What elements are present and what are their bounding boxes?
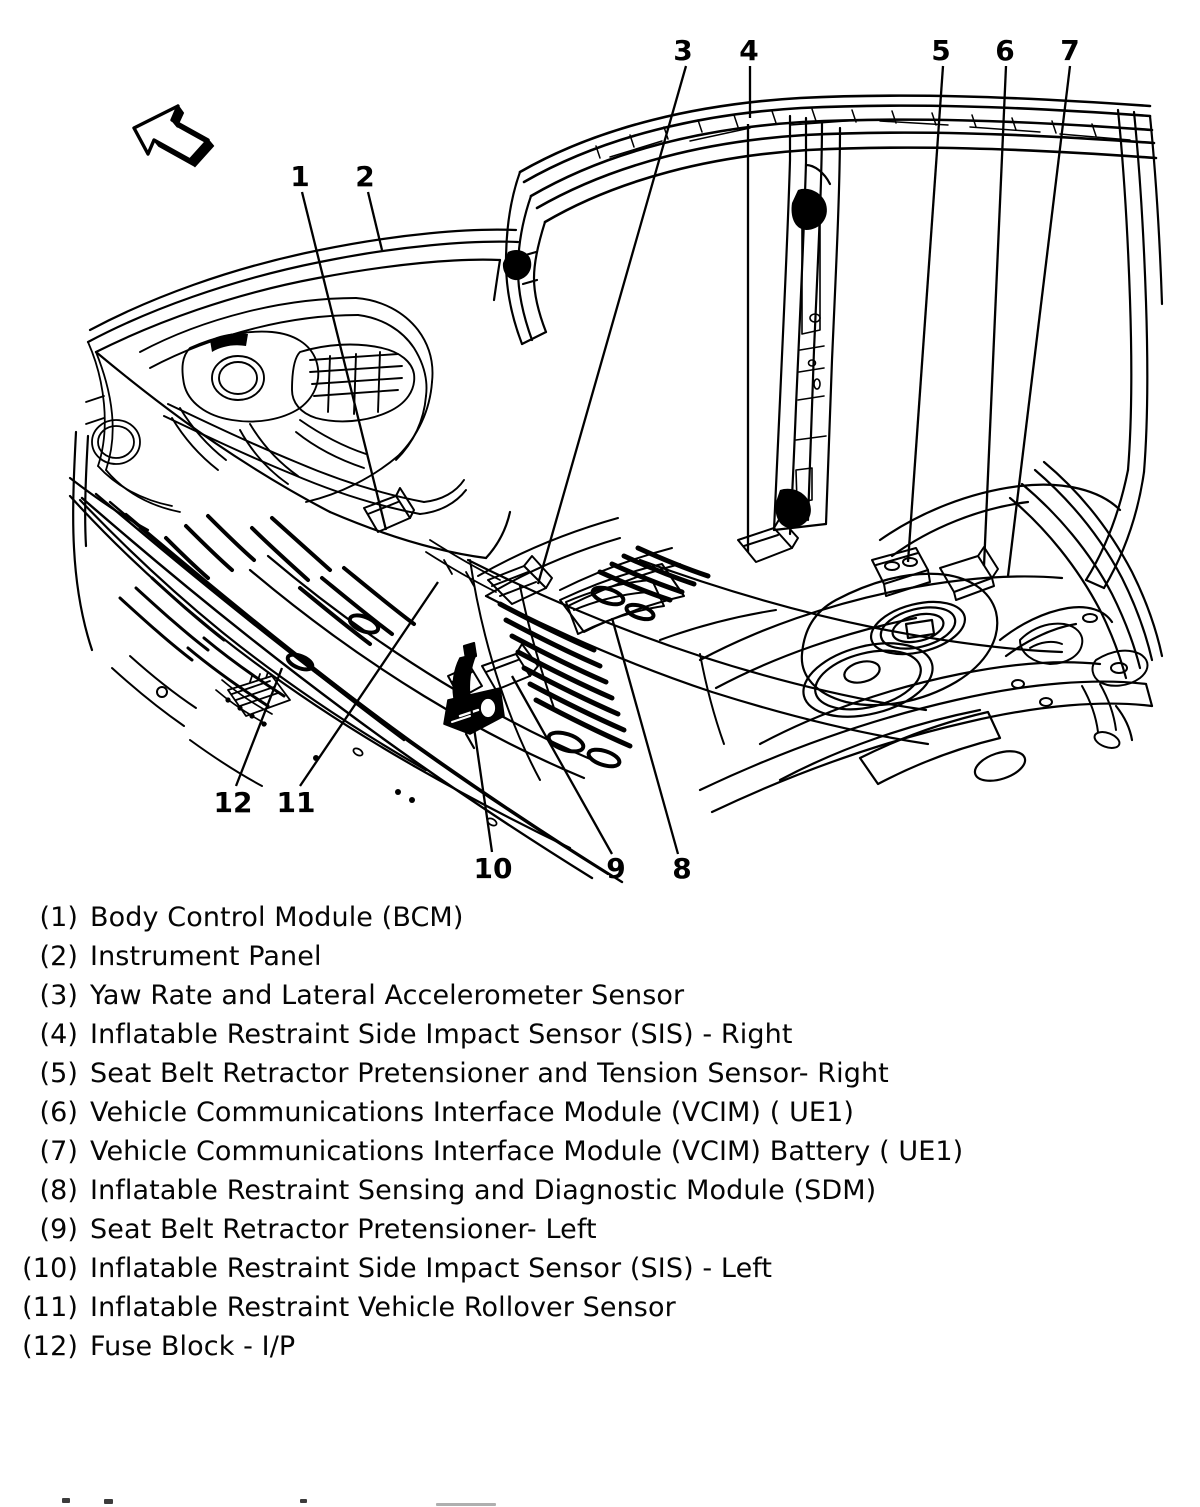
legend-label: Vehicle Communications Interface Module …: [90, 1136, 964, 1167]
callout-4: 4: [739, 34, 758, 67]
leader-line-5: [906, 65, 945, 563]
leader-line-2: [366, 191, 384, 251]
roof-rail-hatching: [595, 108, 1131, 159]
instrument-panel-structure: [139, 297, 434, 503]
callout-2: 2: [355, 160, 374, 193]
forward-direction-arrow: [132, 103, 215, 168]
legend-item: (5) Seat Belt Retractor Pretensioner and…: [0, 1054, 1200, 1093]
callout-11: 11: [277, 786, 316, 819]
yaw-rate-sensor: [487, 555, 553, 605]
legend-index: (5): [39, 1058, 78, 1089]
seat-belt-retractor-left: [481, 643, 539, 691]
c-pillar: [1084, 108, 1164, 590]
legend-label: Vehicle Communications Interface Module …: [90, 1097, 855, 1128]
front-wheelhouse: [68, 430, 150, 652]
leader-line-9: [510, 675, 614, 855]
legend-item: (10) Inflatable Restraint Side Impact Se…: [0, 1249, 1200, 1288]
leader-line-1: [300, 191, 388, 531]
rocker-sill: [80, 492, 624, 884]
instrument-panel-left-end: [85, 341, 181, 513]
legend-label: Instrument Panel: [90, 941, 322, 972]
legend-label: Inflatable Restraint Sensing and Diagnos…: [90, 1175, 877, 1206]
rear-cross-sill: [698, 680, 1154, 814]
legend-label: Seat Belt Retractor Pretensioner- Left: [90, 1214, 597, 1245]
legend-label: Seat Belt Retractor Pretensioner and Ten…: [90, 1058, 889, 1089]
steering-column-support: [163, 403, 467, 515]
legend-index: (12): [22, 1331, 78, 1362]
sdm-module: [565, 579, 665, 635]
b-pillar-lower-joint: [775, 488, 811, 528]
legend-item: (1) Body Control Module (BCM): [0, 898, 1200, 937]
body-control-module: [363, 487, 415, 533]
b-pillar-joint: [791, 188, 827, 230]
legend-label: Inflatable Restraint Side Impact Sensor …: [90, 1253, 773, 1284]
legend-item: (6) Vehicle Communications Interface Mod…: [0, 1093, 1200, 1132]
callout-6: 6: [995, 34, 1014, 67]
seat-crossmembers: [477, 517, 681, 607]
legend-item: (9) Seat Belt Retractor Pretensioner- Le…: [0, 1210, 1200, 1249]
callout-9: 9: [606, 852, 625, 885]
scan-artifact: [436, 1503, 496, 1506]
callout-numbers: 1 2 3 4 5 6 7 8 9 10 11 12: [214, 34, 1080, 885]
rear-quarter-panel: [1008, 460, 1164, 680]
callout-3: 3: [673, 34, 692, 67]
legend-index: (10): [22, 1253, 78, 1284]
legend-index: (9): [39, 1214, 78, 1245]
leader-line-8: [610, 617, 680, 855]
rear-floor-hardware: [1011, 613, 1149, 749]
leader-line-7: [1006, 65, 1072, 577]
callout-10: 10: [474, 852, 513, 885]
scan-artifact: [62, 1498, 70, 1503]
legend-index: (2): [39, 941, 78, 972]
legend-label: Inflatable Restraint Side Impact Sensor …: [90, 1019, 793, 1050]
callout-5: 5: [931, 34, 950, 67]
vcim-module: [939, 546, 999, 601]
rear-floor: [698, 572, 1102, 782]
front-floor-detail: [111, 655, 263, 787]
scan-artifact: [300, 1499, 307, 1503]
legend-index: (8): [39, 1175, 78, 1206]
callout-7: 7: [1060, 34, 1079, 67]
callout-8: 8: [672, 852, 691, 885]
floor-ribs-footwell: [118, 576, 286, 708]
callout-1: 1: [290, 160, 309, 193]
rollover-sensor: [443, 641, 505, 750]
legend-item: (8) Inflatable Restraint Sensing and Dia…: [0, 1171, 1200, 1210]
legend-index: (11): [22, 1292, 78, 1323]
legend-item: (7) Vehicle Communications Interface Mod…: [0, 1132, 1200, 1171]
legend-item: (11) Inflatable Restraint Vehicle Rollov…: [0, 1288, 1200, 1327]
leader-line-3: [536, 65, 688, 585]
a-pillar-joint: [502, 250, 532, 281]
leader-line-12: [234, 667, 284, 787]
callout-12: 12: [214, 786, 253, 819]
legend-index: (4): [39, 1019, 78, 1050]
leader-line-6: [982, 65, 1008, 567]
seat-belt-retractor-right: [871, 547, 931, 597]
legend-index: (6): [39, 1097, 78, 1128]
legend-index: (7): [39, 1136, 78, 1167]
legend-label: Body Control Module (BCM): [90, 902, 464, 933]
leader-lines: [234, 65, 1072, 855]
legend-index: (3): [39, 980, 78, 1011]
vehicle-body-illustration: 1 2 3 4 5 6 7 8 9 10 11 12: [68, 34, 1164, 885]
scan-artifact: [104, 1499, 113, 1504]
leader-line-11: [299, 581, 439, 787]
legend-item: (12) Fuse Block - I/P: [0, 1327, 1200, 1366]
legend-item: (3) Yaw Rate and Lateral Accelerometer S…: [0, 976, 1200, 1015]
component-legend-list: (1) Body Control Module (BCM) (2) Instru…: [0, 898, 1200, 1366]
legend-item: (4) Inflatable Restraint Side Impact Sen…: [0, 1015, 1200, 1054]
sis-right-sensor: [737, 517, 799, 563]
floor-drain-ovals: [285, 585, 656, 769]
legend-label: Inflatable Restraint Vehicle Rollover Se…: [90, 1292, 676, 1323]
floor-ribs-front: [164, 514, 416, 646]
console-detail: [425, 539, 501, 593]
legend-label: Fuse Block - I/P: [90, 1331, 296, 1362]
leader-line-10: [468, 699, 494, 853]
legend-item: (2) Instrument Panel: [0, 937, 1200, 976]
floor-ribs-mid: [497, 545, 711, 749]
legend-index: (1): [39, 902, 78, 933]
legend-label: Yaw Rate and Lateral Accelerometer Senso…: [90, 980, 685, 1011]
